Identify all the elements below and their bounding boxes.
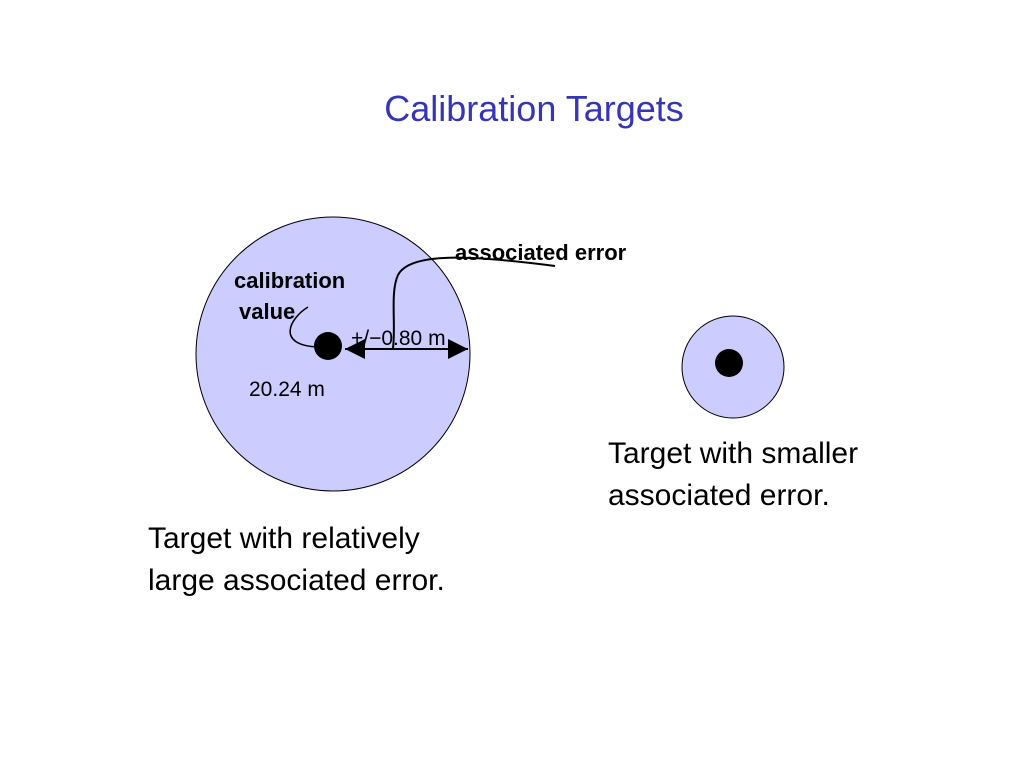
large-target-caption-line2: large associated error. — [148, 564, 445, 597]
value-label: value — [239, 299, 296, 324]
small-target-center-dot — [715, 349, 743, 377]
error-value-label: +/−0.80 m — [351, 327, 446, 350]
associated-error-label: associated error — [455, 240, 627, 265]
measurement-label: 20.24 m — [249, 378, 325, 401]
small-target-caption-line2: associated error. — [608, 479, 830, 512]
small-target-caption-line1: Target with smaller — [608, 437, 859, 470]
large-target-caption-line1: Target with relatively — [148, 522, 420, 555]
slide-title: Calibration Targets — [384, 88, 684, 129]
calibration-label: calibration — [234, 268, 346, 293]
large-target-caption: Target with relatively large associated … — [148, 518, 445, 602]
calibration-value-leader-line — [289, 306, 319, 348]
large-target-center-dot — [314, 332, 342, 360]
associated-error-leader-line — [392, 256, 556, 349]
small-target-caption: Target with smaller associated error. — [608, 433, 858, 517]
